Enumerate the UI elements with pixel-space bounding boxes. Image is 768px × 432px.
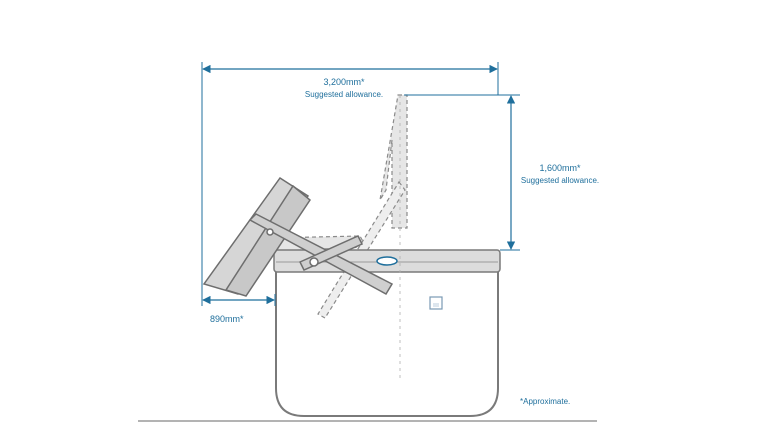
folded-lid [202,176,312,297]
width-value: 3,200mm* [323,77,365,87]
width-label: 3,200mm* Suggested allowance. [280,72,408,100]
height-label: 1,600mm* Suggested allowance. [508,158,612,186]
footnote: *Approximate. [520,397,571,406]
height-value: 1,600mm* [539,163,581,173]
support-arms [248,213,394,296]
height-note: Suggested allowance. [520,176,600,186]
depth-label: 890mm* [210,314,244,324]
latch-icon [376,256,398,266]
width-note: Suggested allowance. [304,90,384,100]
